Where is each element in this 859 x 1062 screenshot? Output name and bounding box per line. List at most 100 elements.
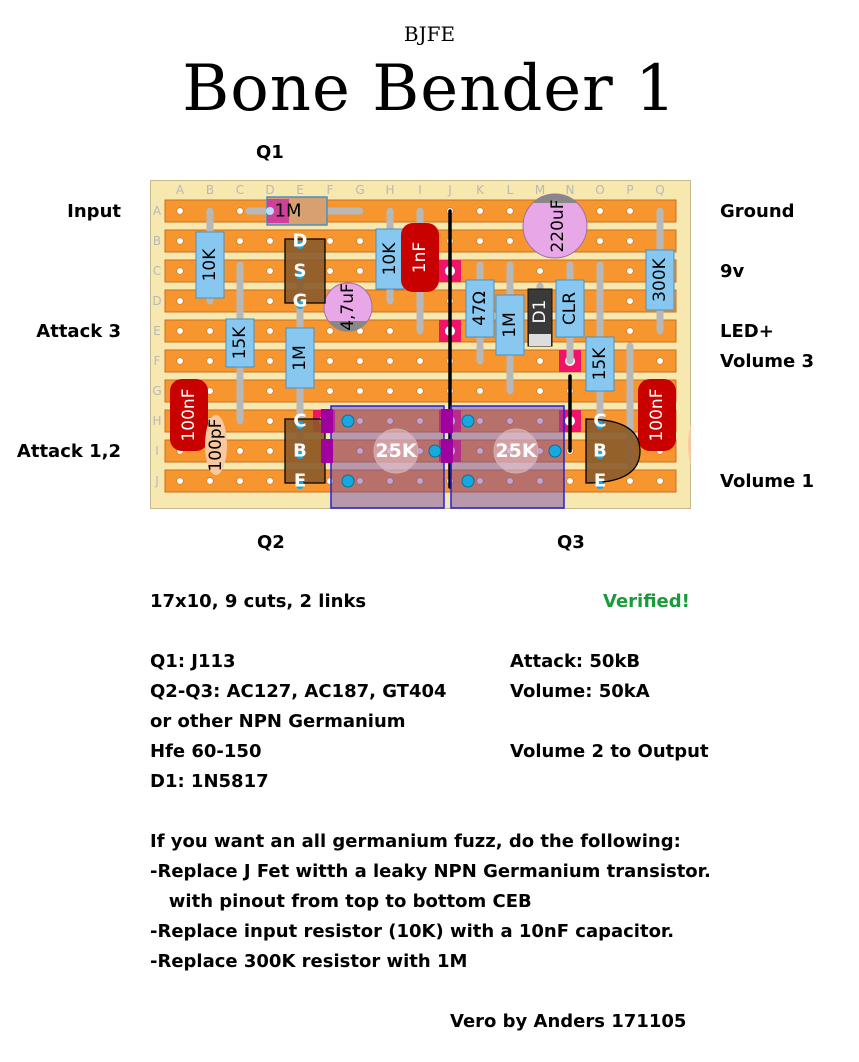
hole: [626, 327, 634, 335]
capacitor-100nf-left-label: 100nF: [179, 388, 199, 441]
resistor-10k-label: 10K: [380, 242, 400, 276]
hole: [266, 297, 274, 305]
parts-line: D1: 1N5817: [150, 771, 269, 792]
hole: [266, 387, 274, 395]
column-label: M: [535, 183, 545, 197]
hole: [626, 477, 634, 485]
column-label: D: [265, 183, 274, 197]
column-label: C: [236, 183, 244, 197]
transistor-q3-pin-label: B: [593, 441, 607, 462]
resistor-1m-band: [267, 199, 289, 223]
hole: [626, 207, 634, 215]
hole: [236, 207, 244, 215]
hole: [656, 357, 664, 365]
capacitor-220u: [522, 193, 588, 259]
hole: [326, 237, 334, 245]
row-label: J: [154, 474, 159, 488]
hole: [356, 387, 364, 395]
note-line: -Replace J Fet witth a leaky NPN Germani…: [150, 861, 711, 882]
transistor-q1: [284, 238, 326, 304]
hole: [266, 447, 274, 455]
pot-pin: [428, 444, 442, 458]
transistor-q1-pin-label: D: [293, 231, 308, 252]
output-note: Volume 2 to Output: [510, 741, 709, 762]
resistor-1m-top-label: 1M: [275, 201, 302, 222]
hole: [176, 237, 184, 245]
pot-pin: [341, 414, 355, 428]
hole: [536, 387, 544, 395]
note-line: If you want an all germanium fuzz, do th…: [150, 831, 681, 852]
capacitor-stripe: [533, 194, 577, 203]
transistor-q2-pin-label: E: [294, 471, 306, 492]
hole: [626, 297, 634, 305]
transistor-pin: [596, 481, 604, 489]
note-line: -Replace input resistor (10K) with a 10n…: [150, 921, 675, 942]
hole: [326, 327, 334, 335]
hole: [236, 447, 244, 455]
capacitor-100nf-left: [170, 379, 208, 451]
pot-pin: [461, 474, 475, 488]
note-line: -Replace 300K resistor with 1M: [150, 951, 468, 972]
hole: [386, 357, 394, 365]
pot-knob: [493, 428, 539, 474]
column-label: J: [447, 183, 452, 197]
capacitor-stripe: [328, 321, 368, 332]
row-label: G: [152, 384, 161, 398]
hole: [656, 477, 664, 485]
transistor-pin: [596, 451, 604, 459]
label-attack-1-2: Attack 1,2: [16, 441, 121, 462]
diode-band: [529, 334, 551, 346]
hole: [536, 267, 544, 275]
capacitor-100pf-left-label: 100pF: [206, 418, 226, 471]
hole: [206, 327, 214, 335]
hole: [416, 357, 424, 365]
transistor-pin: [296, 481, 304, 489]
resistor-15k-right-label: 15K: [590, 347, 610, 381]
resistor-47-ohm: [465, 279, 495, 338]
capacitor-1nf-label: 1nF: [410, 242, 430, 273]
column-label: Q: [655, 183, 664, 197]
resistor-15k-left-label: 15K: [230, 326, 250, 360]
hole: [356, 237, 364, 245]
label-led-plus: LED+: [720, 321, 774, 342]
row-label: C: [153, 264, 161, 278]
row-label: B: [153, 234, 161, 248]
capacitor-100pf-left: [205, 415, 227, 475]
credit: Vero by Anders 171105: [450, 1011, 687, 1032]
parts-line: or other NPN Germanium: [150, 711, 406, 732]
hole: [266, 357, 274, 365]
hole: [176, 477, 184, 485]
parts-line: Q1: J113: [150, 651, 236, 672]
column-label: A: [176, 183, 185, 197]
transistor-pin: [296, 421, 304, 429]
verified-badge: Verified!: [603, 591, 690, 612]
transistor-q3-pin-label: E: [594, 471, 606, 492]
hole: [266, 477, 274, 485]
transistor-q3-pin-label: C: [593, 411, 606, 432]
capacitor-220u-label: 220uF: [548, 199, 568, 252]
capacitor-100pf-right: [688, 424, 691, 466]
row-label: I: [155, 444, 159, 458]
capacitor-100nf-right-label: 100nF: [647, 388, 667, 441]
transistor-q1-pin-label: S: [294, 261, 307, 282]
hole: [176, 357, 184, 365]
hole: [176, 327, 184, 335]
transistor-q3: [585, 418, 641, 484]
pot-spec: Attack: 50kB: [510, 651, 641, 672]
label-attack-3: Attack 3: [36, 321, 121, 342]
hole: [596, 237, 604, 245]
column-label: N: [566, 183, 575, 197]
column-label: G: [355, 183, 364, 197]
hole: [176, 207, 184, 215]
hole: [176, 297, 184, 305]
hole: [266, 267, 274, 275]
hole: [476, 237, 484, 245]
resistor-1m-left-label: 1M: [290, 345, 310, 370]
hole: [326, 387, 334, 395]
resistor-15k-right: [585, 336, 615, 392]
transistor-pin: [296, 301, 304, 309]
pot-lug: [321, 409, 333, 433]
hole: [356, 357, 364, 365]
hole: [236, 237, 244, 245]
